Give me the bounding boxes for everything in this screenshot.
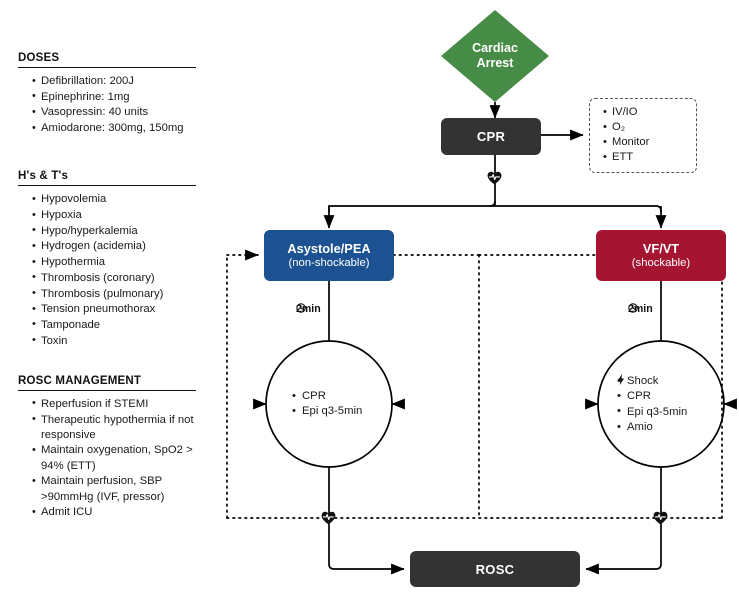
panel-doses-title: DOSES (18, 52, 60, 64)
node-rosc[interactable]: ROSC (410, 551, 580, 587)
divider (18, 185, 196, 187)
panel-hs-ts-title: H's & T's (18, 170, 69, 183)
node-asystole-pea-subtitle: (non-shockable) (288, 257, 370, 269)
list-item-shock: Shock (617, 373, 687, 389)
list-item: Epinephrine: 1mg (32, 89, 208, 105)
panel-rosc-management-list: Reperfusion if STEMI Therapeutic hypothe… (18, 396, 208, 521)
list-item: Tamponade (32, 317, 208, 333)
adjuncts-box: IV/IO O₂ Monitor ETT (589, 98, 697, 173)
list-item: Monitor (603, 135, 696, 150)
node-asystole-pea-title: Asystole/PEA (287, 241, 371, 256)
panel-doses-list: Defibrillation: 200J Epinephrine: 1mg Va… (18, 73, 208, 136)
list-item: Vasopressin: 40 units (32, 105, 208, 120)
list-item: Thrombosis (pulmonary) (32, 286, 208, 302)
list-item: Therapeutic hypothermia if not responsiv… (32, 412, 208, 443)
list-item: Hypoxia (32, 208, 208, 223)
list-item: Tension pneumothorax (32, 302, 208, 317)
panel-rosc-management-title: ROSC MANAGEMENT (18, 374, 142, 387)
node-cardiac-arrest-label: Cardiac Arrest (441, 10, 549, 102)
divider (18, 67, 196, 68)
heart-pulse-icon (487, 171, 502, 185)
list-item: Hypovolemia (32, 192, 208, 207)
list-item: Reperfusion if STEMI (32, 396, 208, 412)
node-vf-vt[interactable]: VF/VT (shockable) (596, 230, 726, 281)
list-item: ETT (603, 150, 696, 165)
list-item: CPR (617, 389, 687, 405)
lightning-bolt-icon (617, 374, 625, 385)
node-cpr-label: CPR (476, 129, 506, 144)
cycle-list-shockable: Shock CPR Epi q3-5min Amio (617, 373, 687, 436)
node-asystole-pea[interactable]: Asystole/PEA (non-shockable) (264, 230, 394, 281)
node-vf-vt-subtitle: (shockable) (631, 257, 691, 269)
list-item: Hypo/hyperkalemia (32, 223, 208, 239)
list-item: Maintain oxygenation, SpO2 > 94% (ETT) (32, 443, 208, 473)
panel-hs-ts-list: Hypovolemia Hypoxia Hypo/hyperkalemia Hy… (18, 192, 208, 349)
clock-icon (628, 303, 638, 313)
shock-label: Shock (627, 375, 659, 387)
panel-doses: DOSES Defibrillation: 200J Epinephrine: … (18, 52, 208, 136)
list-item: Epi q3-5min (292, 404, 362, 420)
node-vf-vt-title: VF/VT (642, 241, 680, 256)
cardiac-arrest-line1: Cardiac (472, 41, 518, 55)
list-item: Amio (617, 420, 687, 436)
list-item: Toxin (32, 333, 208, 349)
list-item: Hypothermia (32, 255, 208, 270)
node-cpr[interactable]: CPR (441, 118, 541, 155)
heart-pulse-icon (653, 511, 668, 525)
list-item: O₂ (603, 120, 696, 135)
list-item: Thrombosis (coronary) (32, 270, 208, 286)
adjuncts-list: IV/IO O₂ Monitor ETT (590, 99, 696, 165)
clock-icon (296, 303, 306, 313)
node-rosc-label: ROSC (475, 561, 515, 577)
list-item: Epi q3-5min (617, 404, 687, 420)
list-item: IV/IO (603, 105, 696, 120)
cardiac-arrest-line2: Arrest (476, 56, 514, 70)
panel-rosc-management: ROSC MANAGEMENT Reperfusion if STEMI The… (18, 375, 208, 521)
node-cardiac-arrest[interactable]: Cardiac Arrest (441, 10, 549, 102)
reference-panel: DOSES Defibrillation: 200J Epinephrine: … (18, 52, 208, 540)
list-item: Admit ICU (32, 505, 208, 520)
list-item: Defibrillation: 200J (32, 73, 208, 89)
list-item: Maintain perfusion, SBP >90mmHg (IVF, pr… (32, 474, 208, 504)
list-item: Hydrogen (acidemia) (32, 239, 208, 254)
list-item: Amiodarone: 300mg, 150mg (32, 121, 208, 136)
panel-hs-ts: H's & T's Hypovolemia Hypoxia Hypo/hyper… (18, 170, 208, 349)
divider (18, 389, 196, 391)
cycle-list-nonshockable: CPR Epi q3-5min (292, 388, 362, 420)
list-item: CPR (292, 388, 362, 404)
heart-pulse-icon (321, 511, 336, 525)
interval-label-left: 2min (296, 303, 321, 315)
interval-label-right: 2min (628, 303, 653, 315)
